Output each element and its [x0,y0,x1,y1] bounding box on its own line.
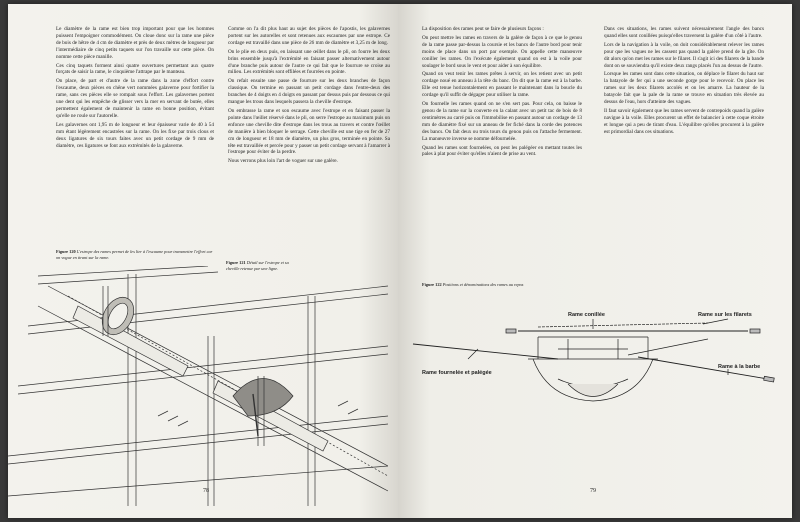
figure-120-caption: Figure 120 L'estrope des rames permet de… [56,249,216,260]
right-column-2: Dans ces situations, les rames suivent n… [604,26,764,138]
book-spread: Le diamètre de la rame est bien trop imp… [8,4,792,518]
paragraph: On place, de part et d'autre de la rame … [56,78,214,119]
label-rame-barbe: Rame à la barbe [718,364,761,370]
left-column-2: Comme on l'a dit plus haut au sujet des … [228,26,390,167]
oar-estrope-illustration [8,266,388,506]
figure-label: Figure 122 [422,282,442,287]
right-page: La disposition des rames peut se faire d… [398,4,792,518]
paragraph: Lorsque les rames sont dans cette situat… [604,71,764,106]
caption-text: Positions et dénominations des rames au … [442,282,524,287]
paragraph: La disposition des rames peut se faire d… [422,26,544,32]
figure-122-caption: Figure 122 Positions et dénominations de… [422,282,722,288]
paragraph: On peut mettre les rames en travers de l… [422,34,582,69]
figure-121-caption: Figure 121 Détail sur l'estrope et sa ch… [226,260,296,271]
oar-positions-diagram [412,318,775,402]
paragraph: Lors de la navigation à la voile, on doi… [604,41,764,69]
caption-text: Détail sur l'estrope et sa cheville rete… [226,260,289,271]
right-column-1: La disposition des rames peut se faire d… [422,26,582,160]
paragraph: Quand on veut tenir les rames prêtes à s… [422,71,582,99]
paragraph: Nous verrons plus loin l'art de voguer s… [228,158,338,165]
paragraph: Il faut savoir également que les rames s… [604,107,764,135]
paragraph: On le plie en deux puis, en laissant une… [228,48,390,76]
paragraph: Le diamètre de la rame est bien trop imp… [56,26,214,60]
label-rame-fournelee: Rame fournelée et palégée [422,370,492,376]
page-number: 78 [203,488,209,494]
paragraph: Comme on l'a dit plus haut au sujet des … [228,26,390,46]
figure-label: Figure 120 [56,249,76,254]
caption-text: L'estrope des rames permet de les lier à… [56,249,213,260]
paragraph: On refait ensuite une passe de fourrure … [228,78,390,106]
paragraph: Ces cinq taquets forment ainsi quatre ou… [56,62,214,76]
paragraph: Dans ces situations, les rames suivent n… [604,26,764,39]
label-rame-conillee: Rame conillée [568,312,605,318]
left-column-1: Le diamètre de la rame est bien trop imp… [56,26,214,151]
paragraph: On embrasse la rame et son escaume avec … [228,107,390,156]
figure-label: Figure 121 [226,260,246,265]
paragraph: Quand les rames sont fournelées, on peut… [422,144,582,158]
left-page: Le diamètre de la rame est bien trop imp… [8,4,398,518]
paragraph: Les galavernes ont 1,95 m de longueur et… [56,121,214,149]
paragraph: On fournelle les rames quand on ne s'en … [422,101,582,142]
label-rame-filarets: Rame sur les filarets [698,312,752,318]
page-number: 79 [590,488,596,494]
